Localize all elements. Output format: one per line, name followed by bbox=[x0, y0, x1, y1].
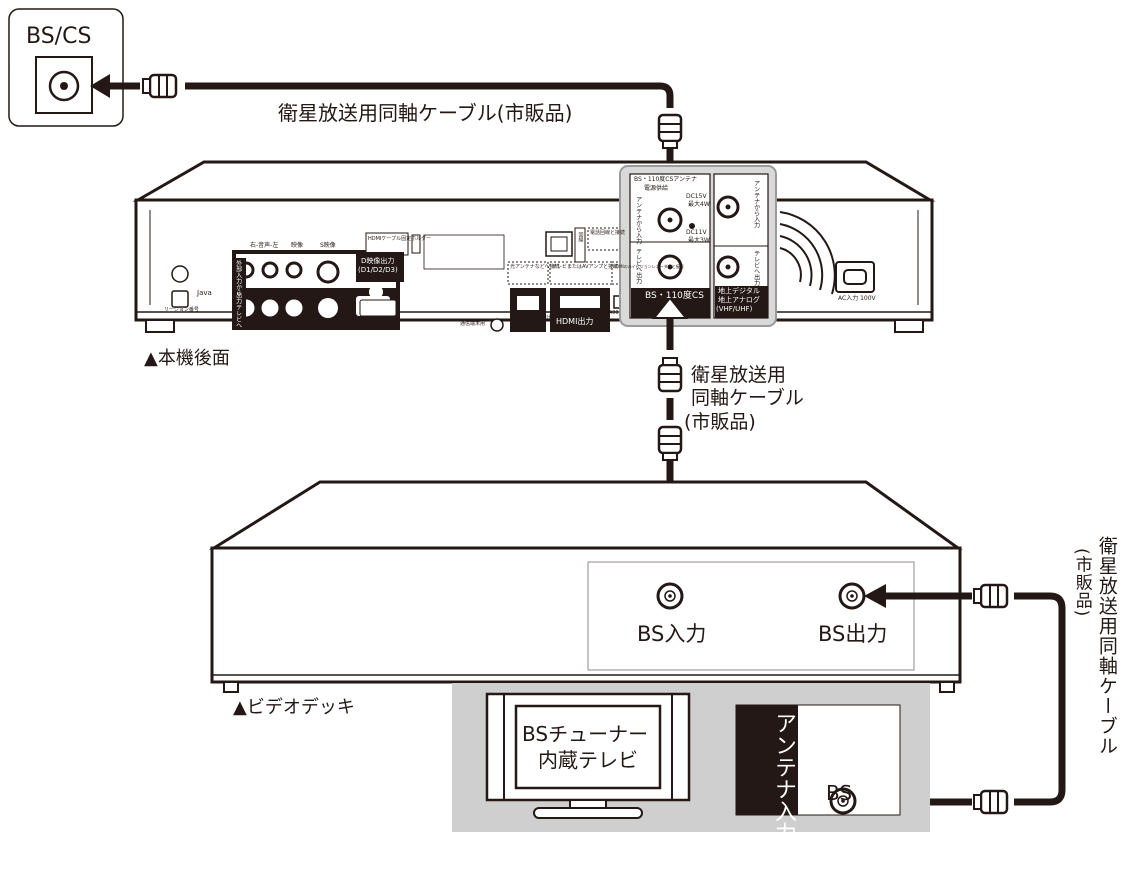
panel-tv-out: テレビへ出力 bbox=[634, 248, 642, 284]
arrow-to-outlet bbox=[90, 74, 110, 98]
tv-bs-label: BS bbox=[826, 781, 853, 805]
rear-java: Java bbox=[197, 289, 212, 297]
f-connector-top-left bbox=[141, 73, 178, 99]
rear-amp: テレビまたはAVアンプと接続 bbox=[552, 264, 619, 270]
arrow-to-vcr-bs-out bbox=[864, 584, 886, 608]
cable-top-label: 衛星放送用同軸ケーブル(市販品) bbox=[278, 101, 573, 125]
rear-comm: 通信端末用 bbox=[460, 321, 486, 327]
rear-audio-lr: 右-音声-左 bbox=[250, 242, 279, 249]
f-connector-right-lower bbox=[972, 789, 1009, 815]
rear-d-out-title: D映像出力 bbox=[361, 257, 395, 265]
tv-antenna-terminal-label: アンテナ入力端子 bbox=[771, 712, 796, 888]
vcr-bs-in-label: BS入力 bbox=[637, 622, 707, 646]
f-connector-right-upper bbox=[972, 583, 1009, 609]
cable-top bbox=[185, 82, 674, 108]
tv-set bbox=[485, 692, 691, 819]
panel-power-supply: 電源供給 bbox=[644, 185, 669, 192]
cable-middle-line3: (市販品) bbox=[684, 411, 756, 433]
panel-vhf-uhf: (VHF/UHF) bbox=[716, 305, 753, 313]
recorder-body bbox=[132, 160, 936, 333]
f-connector-mid-upper bbox=[657, 356, 683, 393]
cable-middle-line1: 衛星放送用 bbox=[691, 364, 787, 386]
panel-bs-cs-label: BS・110度CS bbox=[645, 291, 704, 301]
rear-phone: 電話回線と接続 bbox=[590, 230, 626, 236]
panel-dc11: DC11V bbox=[686, 229, 707, 236]
tv-antenna-terminal-panel bbox=[735, 704, 901, 816]
tv-screen-line2: 内蔵テレビ bbox=[538, 748, 638, 772]
rear-optical: 光デジタル音声出力 bbox=[512, 315, 557, 321]
cable-right-line2: (市販品) bbox=[1071, 548, 1092, 618]
cable-right bbox=[1014, 592, 1066, 806]
rear-tv-connect: テレビへ接続 bbox=[359, 253, 396, 260]
vcr-body bbox=[208, 480, 963, 693]
vcr-caption: ▲ビデオデッキ bbox=[233, 697, 355, 718]
cable-right-line1: 衛星放送用同軸ケーブル bbox=[1095, 536, 1118, 756]
bs-cs-label: BS/CS bbox=[26, 24, 92, 49]
panel-uhf-antenna-in: アンテナから入力 bbox=[752, 180, 760, 228]
f-connector-mid-lower bbox=[657, 425, 683, 462]
rear-ilink: i.LINK S400 bbox=[590, 310, 619, 316]
rear-digital-antenna: 光アンテナなどへ接続 bbox=[510, 264, 560, 270]
panel-bs-antenna: BS・110度CSアンテナ bbox=[634, 176, 698, 183]
connection-diagram: BS/CS 衛星放送用同軸ケーブル(市販品) 衛星放送用 同軸ケーブル (市販品… bbox=[8, 8, 1118, 888]
panel-terrestrial-digital: 地上デジタル bbox=[718, 287, 760, 295]
vcr-bs-out-label: BS出力 bbox=[818, 622, 888, 646]
rear-tv-out: 出力テレビへ bbox=[234, 292, 242, 328]
diagram-graphics bbox=[8, 8, 1066, 832]
panel-max3w: 最大3W bbox=[688, 237, 710, 244]
f-connector-top-right bbox=[657, 113, 683, 150]
rear-d-out-sub: (D1/D2/D3) bbox=[358, 266, 398, 274]
rear-ilink-ts: (TS) bbox=[596, 317, 607, 323]
rear-region: リージョン番号 bbox=[164, 307, 199, 313]
rear-s-video: S映像 bbox=[320, 242, 336, 249]
rear-ac-in: AC入力 100V bbox=[838, 295, 876, 302]
panel-uhf-tv-out: テレビへ出力 bbox=[752, 250, 760, 286]
rear-line: 回線 bbox=[577, 232, 584, 242]
cable-middle-line2: 同軸ケーブル bbox=[691, 387, 804, 409]
panel-antenna-in: アンテナから入力 bbox=[634, 196, 642, 244]
rear-external-in: 外部入力から bbox=[234, 260, 242, 296]
rear-hdmi-out: HDMI出力 bbox=[556, 317, 594, 326]
panel-max4w: 最大4W bbox=[688, 201, 710, 208]
rear-video: 映像 bbox=[291, 242, 304, 249]
tv-screen-line1: BSチューナー bbox=[522, 722, 649, 746]
panel-dc15: DC15V bbox=[686, 193, 707, 200]
panel-terrestrial-analog: 地上アナログ bbox=[718, 296, 760, 304]
rear-hd-recorder: HDMIのハイビジョンレコーダーと接続 bbox=[613, 264, 684, 269]
recorder-caption: ▲本機後面 bbox=[144, 348, 230, 369]
rear-hdmi-holder: HDMIケーブル固定ホルダー bbox=[368, 236, 432, 242]
